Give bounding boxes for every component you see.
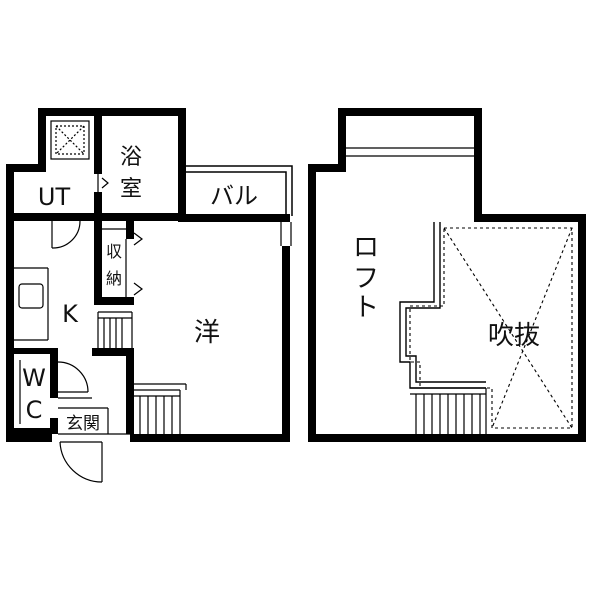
western-room-window: [280, 222, 292, 246]
loft-top-window: [346, 147, 474, 157]
lower-doors: [51, 174, 187, 483]
loft-label-line2: フ: [353, 264, 379, 294]
void-label: 吹抜: [488, 321, 540, 351]
loft-label-line1: ロ: [353, 233, 379, 263]
wc-label-line1: W: [22, 364, 46, 392]
lower-interior-walls: [14, 116, 134, 434]
bath-label-line1: 浴: [120, 145, 142, 170]
kitchen-label: K: [62, 300, 79, 328]
loft-floor-plan: ロ フ ト 吹抜: [308, 108, 586, 442]
lower-floor-plan: UT 浴 室 バル 収 納 K 洋 W C 玄関: [6, 108, 293, 483]
loft-exterior-walls: [308, 108, 586, 442]
lower-thin-lines: [14, 120, 130, 435]
balcony-label: バル: [210, 182, 258, 210]
loft-label-line3: ト: [353, 293, 379, 323]
bath-label-line2: 室: [120, 177, 142, 202]
wc-label-line2: C: [26, 396, 43, 424]
balcony-outline: [183, 165, 293, 216]
storage-label-line1: 収: [106, 242, 122, 261]
ut-label: UT: [38, 183, 71, 211]
entrance-label: 玄関: [66, 414, 100, 434]
void-outline: [399, 222, 486, 389]
western-room-label: 洋: [194, 318, 220, 348]
storage-label-line2: 納: [106, 269, 122, 288]
loft-stairs: [410, 387, 487, 434]
